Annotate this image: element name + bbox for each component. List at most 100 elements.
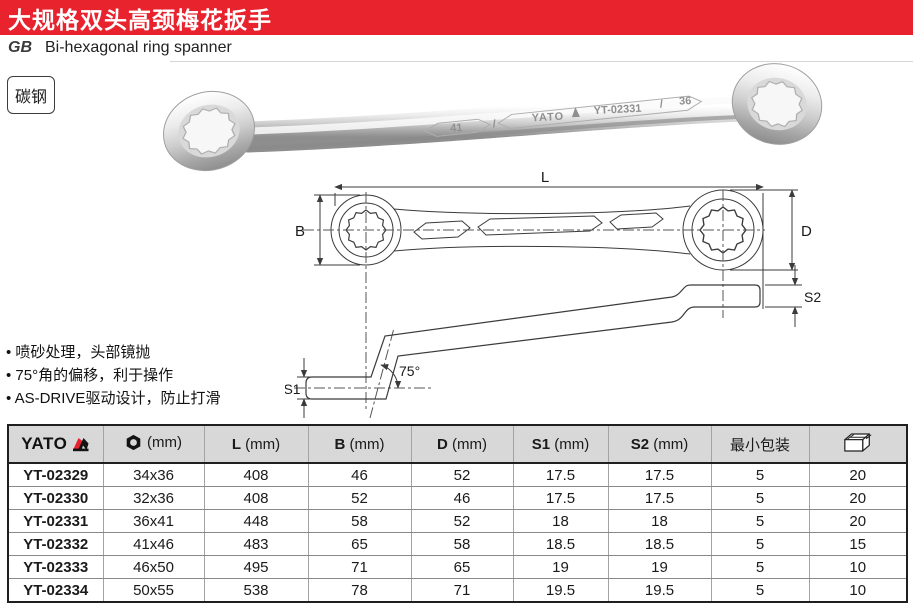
cell-size: 36x41 <box>102 509 205 533</box>
cell-size: 50x55 <box>102 578 205 603</box>
cell-model: YT-02330 <box>7 486 104 510</box>
cell-s1: 18 <box>512 509 609 533</box>
cell-carton: 20 <box>808 462 908 487</box>
subtitle-row: GB Bi-hexagonal ring spanner <box>8 39 232 57</box>
stamp-brand: YATO <box>531 111 564 125</box>
cell-pack: 5 <box>710 532 810 556</box>
cell-s2: 18.5 <box>607 532 712 556</box>
dim-label-angle: 75° <box>399 363 420 379</box>
header-S1: S1 (mm) <box>512 424 609 464</box>
header-S2: S2 (mm) <box>607 424 712 464</box>
wrench-stamp: 41 / YATO YT-02331 / 36 <box>423 95 703 137</box>
diagram-dimensions <box>297 183 802 418</box>
cell-d: 71 <box>410 578 514 603</box>
material-badge: 碳钢 <box>7 76 56 114</box>
cell-s2: 17.5 <box>607 486 712 510</box>
table-header-row: YATO (mm) L (mm) B (mm) D (mm) S1 (mm) S… <box>7 424 908 464</box>
cell-s2: 17.5 <box>607 462 712 487</box>
product-photo: 41 / YATO YT-02331 / 36 <box>162 56 823 176</box>
table-row: YT-02329 34x36 408 46 52 17.5 17.5 5 20 <box>7 462 908 487</box>
dim-label-S1: S1 <box>285 381 301 397</box>
cell-carton: 10 <box>808 578 908 603</box>
cell-l: 483 <box>203 532 309 556</box>
cell-s1: 18.5 <box>512 532 609 556</box>
cell-size: 32x36 <box>102 486 205 510</box>
table-row: YT-02333 46x50 495 71 65 19 19 5 10 <box>7 555 908 579</box>
stamp-model: YT-02331 <box>593 103 641 117</box>
cell-l: 495 <box>203 555 309 579</box>
cell-carton: 15 <box>808 532 908 556</box>
cell-pack: 5 <box>710 578 810 603</box>
spec-table: YATO (mm) L (mm) B (mm) D (mm) S1 (mm) S… <box>7 424 908 603</box>
wrench-left-ring <box>162 81 256 176</box>
carton-box-icon <box>843 432 872 452</box>
feature-item: • 75°角的偏移，利于操作 <box>6 367 174 384</box>
cell-s1: 19.5 <box>512 578 609 603</box>
horizontal-divider <box>170 61 913 62</box>
header-brand: YATO <box>7 424 104 464</box>
header-carton <box>808 424 908 464</box>
header-size: (mm) <box>102 424 205 464</box>
diagram-centerlines <box>294 190 765 419</box>
dim-label-S2: S2 <box>804 289 821 305</box>
cell-s2: 18 <box>607 509 712 533</box>
cell-s1: 17.5 <box>512 486 609 510</box>
standard-label: GB <box>8 39 32 56</box>
feature-item: • AS-DRIVE驱动设计，防止打滑 <box>6 390 221 407</box>
cell-size: 34x36 <box>102 462 205 487</box>
header-B: B (mm) <box>307 424 412 464</box>
diagram-side-view <box>305 284 761 400</box>
cell-s1: 17.5 <box>512 462 609 487</box>
cell-pack: 5 <box>710 555 810 579</box>
cell-l: 448 <box>203 509 309 533</box>
yato-logo: YATO <box>21 434 90 454</box>
cell-s2: 19.5 <box>607 578 712 603</box>
header-min-pack: 最小包装 <box>710 424 810 464</box>
cell-size: 41x46 <box>102 532 205 556</box>
cell-d: 52 <box>410 462 514 487</box>
feature-list: • 喷砂处理，头部镜抛 • 75°角的偏移，利于操作 • AS-DRIVE驱动设… <box>6 341 220 410</box>
table-row: YT-02331 36x41 448 58 52 18 18 5 20 <box>7 509 908 533</box>
cell-l: 538 <box>203 578 309 603</box>
cell-d: 52 <box>410 509 514 533</box>
cell-b: 52 <box>307 486 412 510</box>
cell-b: 46 <box>307 462 412 487</box>
cell-s1: 19 <box>512 555 609 579</box>
page-title: 大规格双头高颈梅花扳手 <box>8 6 272 33</box>
cell-s2: 19 <box>607 555 712 579</box>
cell-b: 65 <box>307 532 412 556</box>
tech-diagram: L B D S1 S2 75° <box>285 169 821 419</box>
stamp-slash-2: / <box>660 99 664 111</box>
cell-model: YT-02332 <box>7 532 104 556</box>
cell-size: 46x50 <box>102 555 205 579</box>
cell-carton: 10 <box>808 555 908 579</box>
cell-carton: 20 <box>808 486 908 510</box>
hex-nut-icon <box>126 434 141 450</box>
stamp-size-left: 41 <box>450 122 463 135</box>
cell-model: YT-02334 <box>7 578 104 603</box>
table-row: YT-02334 50x55 538 78 71 19.5 19.5 5 10 <box>7 578 908 603</box>
yato-logo-mark-icon <box>73 437 89 451</box>
title-bar: 大规格双头高颈梅花扳手 <box>0 0 913 35</box>
cell-l: 408 <box>203 462 309 487</box>
stamp-size-right: 36 <box>679 95 692 108</box>
cell-b: 78 <box>307 578 412 603</box>
stamp-brand-mark-icon <box>571 107 580 118</box>
wrench-right-ring <box>731 56 823 154</box>
cell-model: YT-02331 <box>7 509 104 533</box>
dim-label-L: L <box>541 169 549 186</box>
dim-label-B: B <box>295 223 305 240</box>
header-D: D (mm) <box>410 424 514 464</box>
cell-pack: 5 <box>710 486 810 510</box>
feature-item: • 喷砂处理，头部镜抛 <box>6 344 151 361</box>
cell-model: YT-02333 <box>7 555 104 579</box>
diagram-labels: L B D S1 S2 75° <box>285 169 821 397</box>
header-L: L (mm) <box>203 424 309 464</box>
product-subtitle: Bi-hexagonal ring spanner <box>45 39 232 56</box>
cell-carton: 20 <box>808 509 908 533</box>
cell-d: 46 <box>410 486 514 510</box>
cell-b: 71 <box>307 555 412 579</box>
cell-model: YT-02329 <box>7 462 104 487</box>
cell-d: 58 <box>410 532 514 556</box>
dim-label-D: D <box>801 223 812 240</box>
